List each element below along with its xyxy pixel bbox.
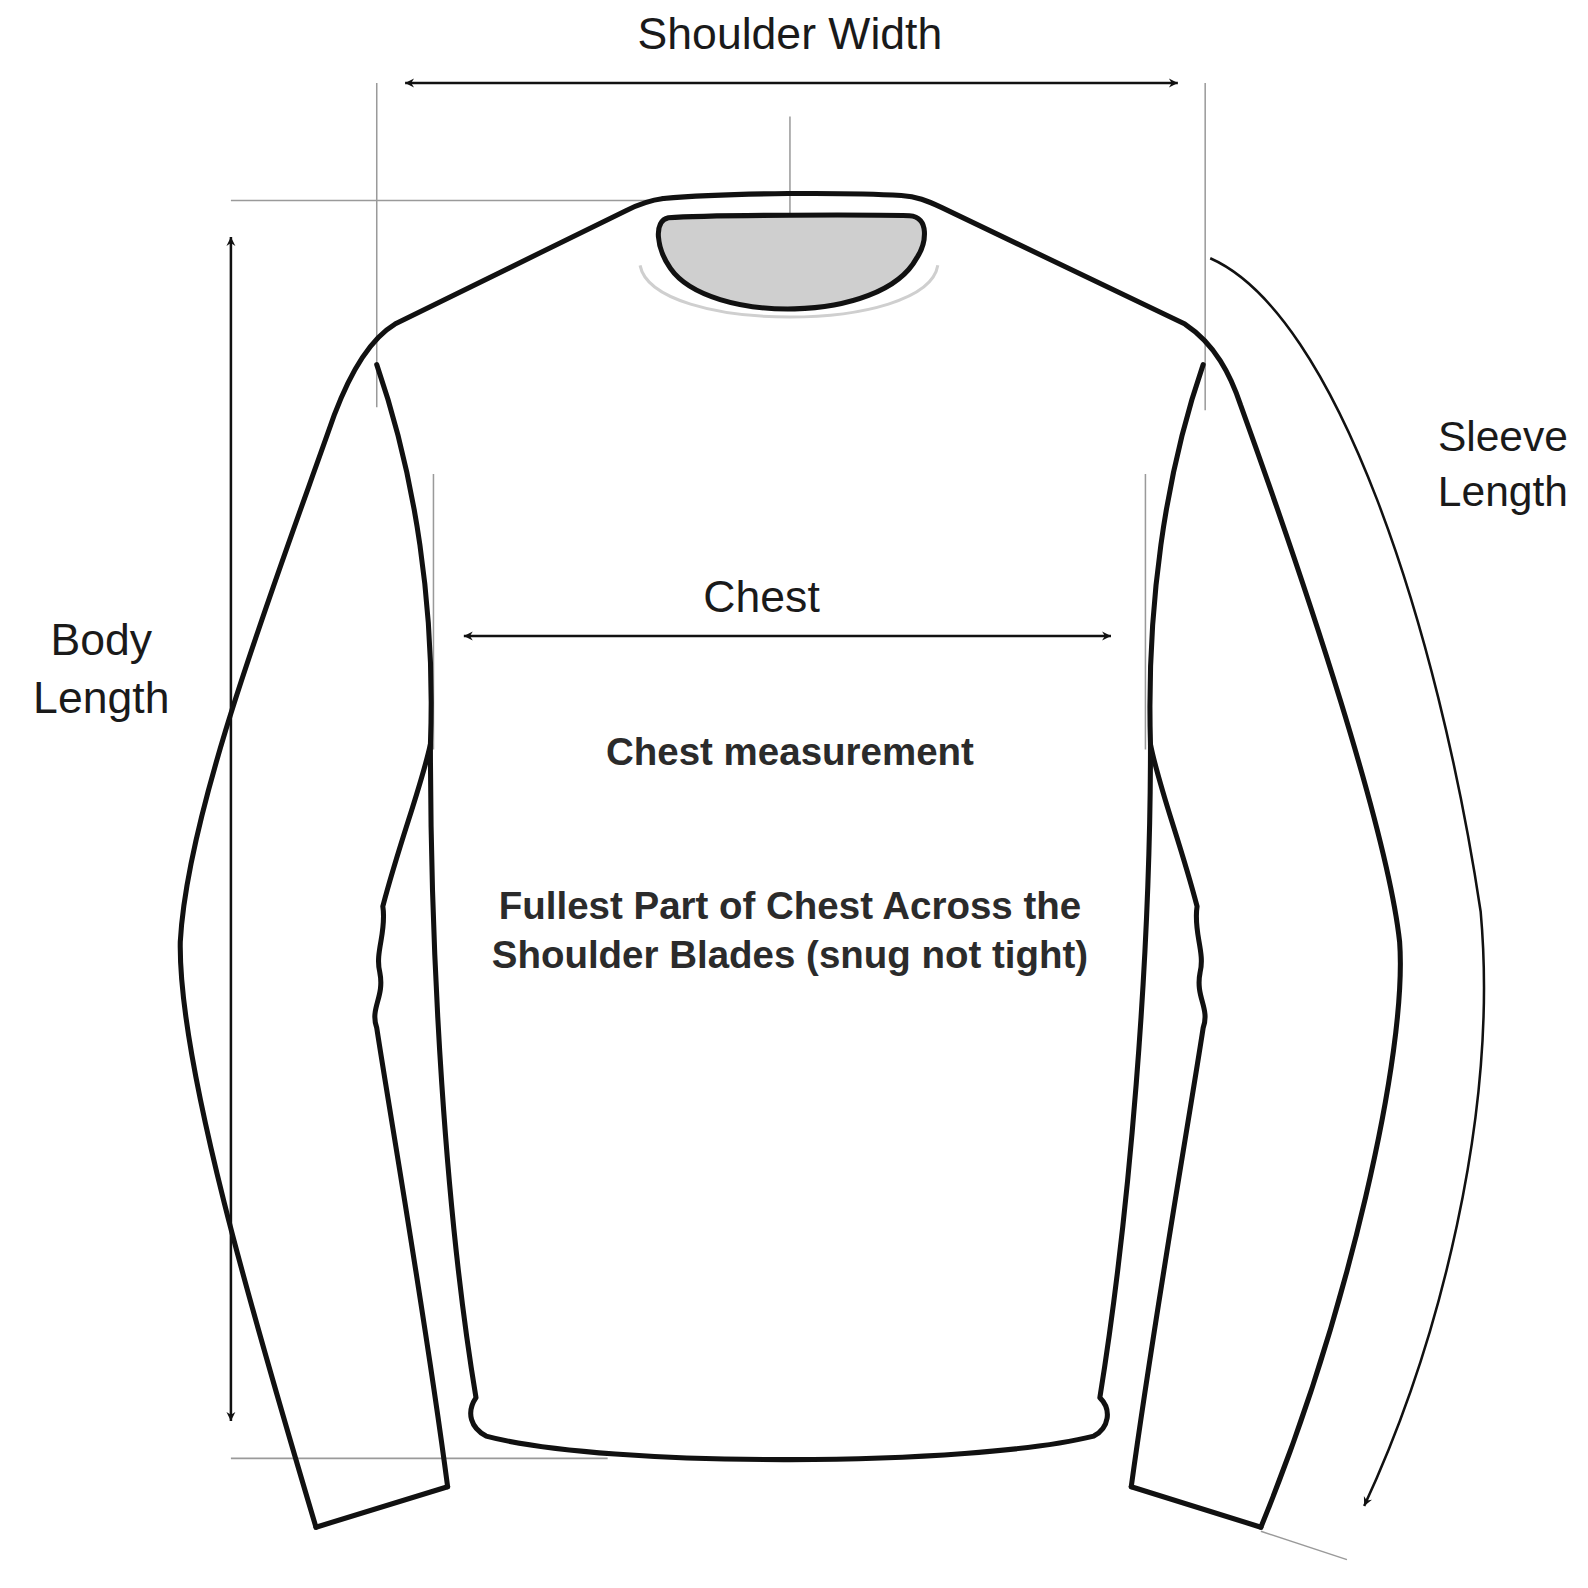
dimension-label: Body Length (10, 611, 192, 727)
dimension-label: Shoulder Width (537, 4, 1043, 62)
dimension-label: Sleeve Length (1422, 409, 1584, 520)
note-heading: Chest measurement (476, 727, 1104, 777)
dimension-label: Chest (610, 567, 914, 625)
measurement-note: Fullest Part of Chest Across the Shoulde… (486, 881, 1094, 981)
